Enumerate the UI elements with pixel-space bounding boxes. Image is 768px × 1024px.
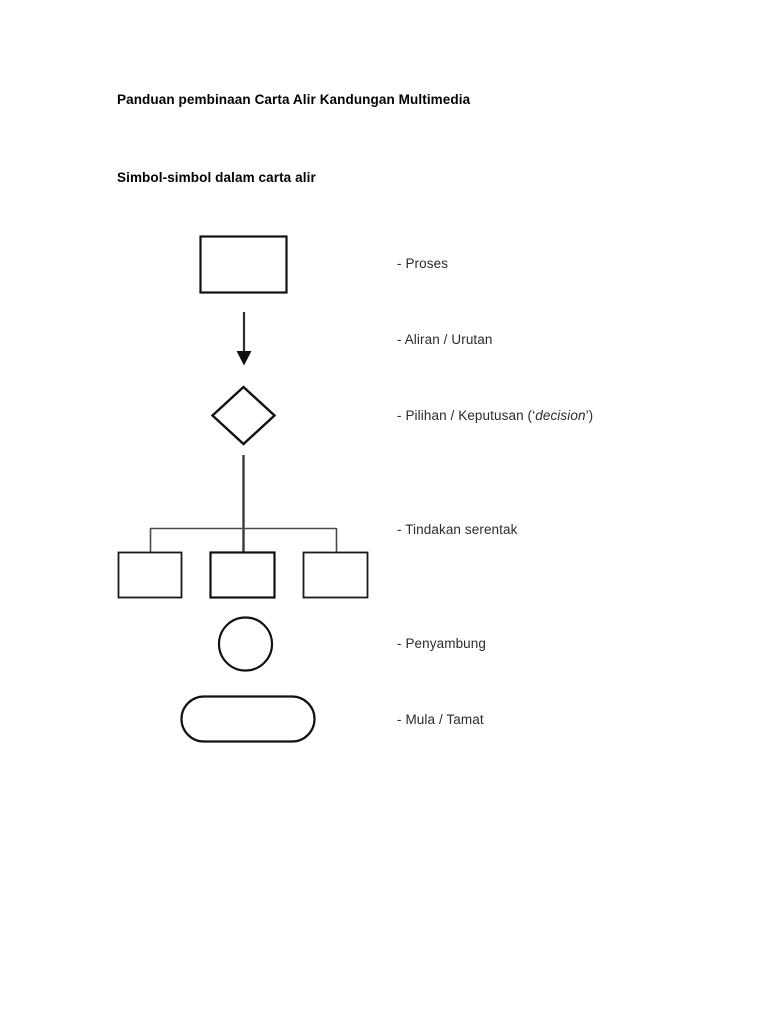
parallel-action-box-right xyxy=(302,551,369,599)
terminator-stadium-symbol xyxy=(180,695,316,743)
decision-diamond-symbol xyxy=(210,385,277,446)
page-title: Panduan pembinaan Carta Alir Kandungan M… xyxy=(117,92,471,107)
legend-label-mula-tamat: - Mula / Tamat xyxy=(397,712,484,727)
legend-label-aliran-urutan: - Aliran / Urutan xyxy=(397,332,493,347)
legend-label-proses: - Proses xyxy=(397,256,449,271)
connector-circle-symbol xyxy=(217,616,274,672)
legend-label-decision-suffix: ’) xyxy=(585,408,594,423)
legend-label-decision-italic: decision xyxy=(535,408,586,423)
parallel-action-box-middle xyxy=(209,551,276,599)
parallel-action-box-left xyxy=(117,551,183,599)
legend-label-decision-prefix: - Pilihan / Keputusan (‘ xyxy=(397,408,536,423)
section-heading: Simbol-simbol dalam carta alir xyxy=(117,170,316,185)
legend-label-tindakan-serentak: - Tindakan serentak xyxy=(397,522,518,537)
legend-label-pilihan-keputusan: - Pilihan / Keputusan (‘decision’) xyxy=(397,408,593,423)
legend-label-penyambung: - Penyambung xyxy=(397,636,487,651)
process-rectangle-symbol xyxy=(199,235,288,294)
